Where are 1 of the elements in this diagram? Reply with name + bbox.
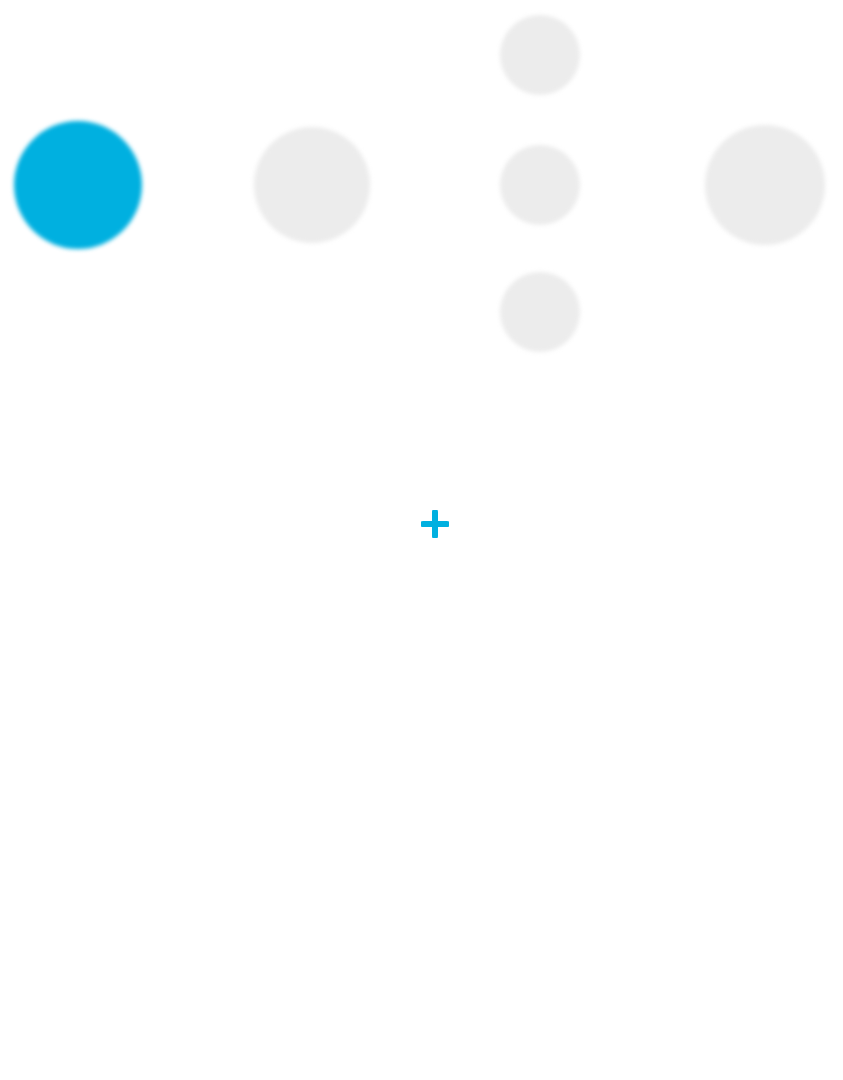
blurred-circle [14,121,142,249]
